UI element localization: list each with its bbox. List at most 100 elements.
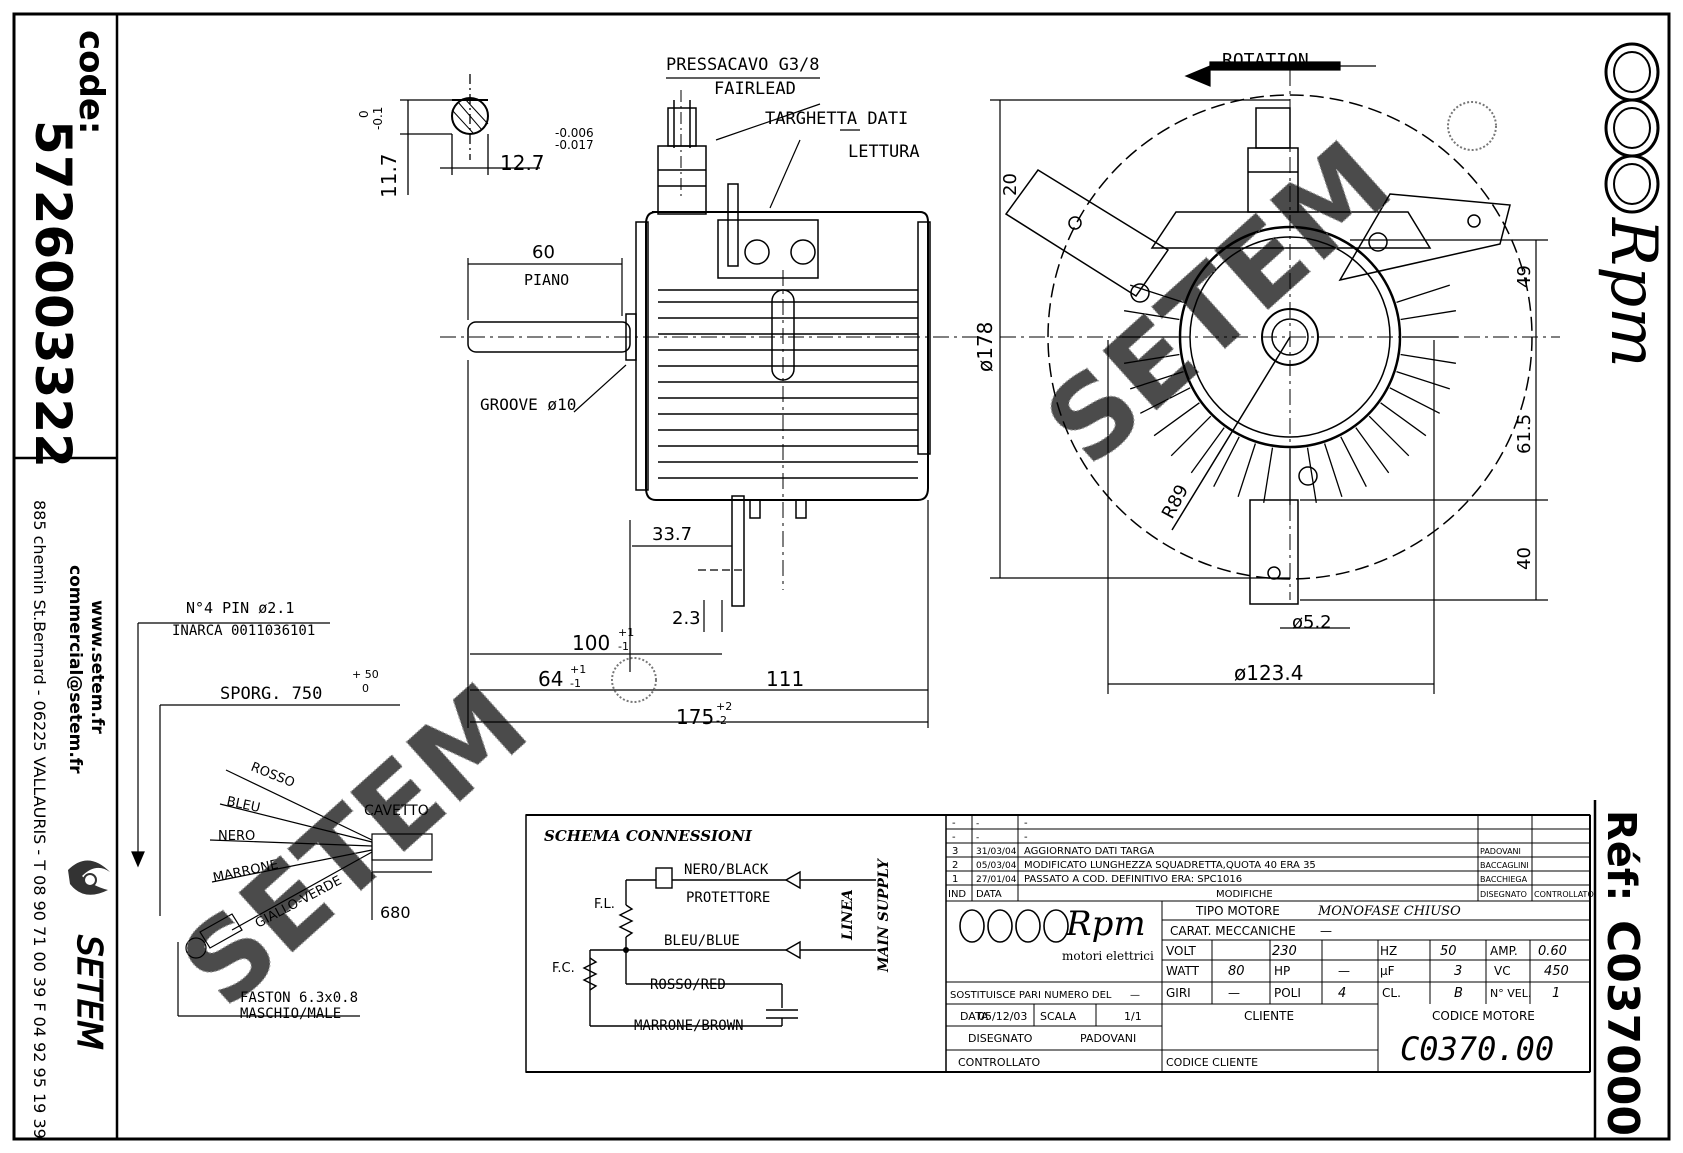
rpm-small-logo-icon <box>959 909 1069 943</box>
dim-2-3: 2.3 <box>672 608 701 629</box>
revision-cell: - <box>1024 818 1028 829</box>
key-tolerance-bottom: -0.1 <box>371 107 385 130</box>
cooling-fin <box>1129 370 1184 390</box>
dim-100-tol-bottom: -1 <box>618 640 629 653</box>
revision-cell: 05/03/04 <box>976 861 1017 871</box>
company-email: commercial@setem.fr <box>65 565 85 774</box>
revision-header-cell: CONTROLLATO <box>1534 890 1594 899</box>
revision-header-cell: MODIFICHE <box>1216 889 1273 900</box>
rpm-brand-text: Rpm <box>1596 217 1670 368</box>
revision-cell: 31/03/04 <box>976 847 1017 857</box>
cooling-fin <box>1389 387 1440 414</box>
front-view-fins <box>1122 284 1458 505</box>
sostituisce-value: — <box>1130 990 1140 1001</box>
dim-64: 64 <box>538 667 563 691</box>
side-view-leaders <box>467 77 929 728</box>
revision-header-cell: DATA <box>976 889 1002 900</box>
faston-male-label: MASCHIO/MALE <box>240 1006 341 1022</box>
setem-logo-text: SETEM <box>69 935 109 1050</box>
dim-100-tol-top: +1 <box>618 626 634 639</box>
piano-label: PIANO <box>524 271 569 289</box>
groove-label: GROOVE ø10 <box>480 395 576 414</box>
schema-bleu: BLEU/BLUE <box>664 933 740 949</box>
cl-label: CL. <box>1382 986 1401 1000</box>
revision-cell: PASSATO A COD. DEFINITIVO ERA: SPC1016 <box>1024 874 1242 885</box>
carat-label: CARAT. MECCANICHE <box>1170 924 1296 938</box>
scala-label: SCALA <box>1040 1010 1077 1023</box>
pin-label: N°4 PIN ø2.1 <box>186 599 294 617</box>
revision-cell: - <box>976 819 979 829</box>
vc-value: 450 <box>1544 964 1569 979</box>
sheet-border <box>12 12 1671 1141</box>
rpm-small-brand: Rpm <box>1065 904 1146 944</box>
code-label: code: <box>71 30 111 135</box>
dim-175: 175 <box>676 705 714 729</box>
cooling-fin <box>1153 402 1200 437</box>
tipo-label: TIPO MOTORE <box>1195 904 1280 918</box>
cooling-fin <box>1400 353 1457 364</box>
cavetto-label: CAVETTO <box>364 803 429 819</box>
amp-value: 0.60 <box>1538 944 1567 959</box>
wire-rosso-label: ROSSO <box>249 760 297 791</box>
revision-cell: - <box>1024 832 1028 843</box>
carat-value: — <box>1320 924 1332 938</box>
key-height-dim: 11.7 <box>377 153 401 198</box>
sporg-label: SPORG. 750 <box>220 684 322 704</box>
cooling-fin <box>1170 415 1212 457</box>
cooling-fin <box>1400 310 1457 321</box>
cooling-fin <box>1396 284 1451 304</box>
dim-49: 49 <box>1514 265 1535 288</box>
cooling-fin <box>1306 447 1317 504</box>
setem-watermark-2: SETEM <box>158 659 551 1031</box>
cooling-fin <box>1355 427 1390 474</box>
dim-178: ø178 <box>973 322 997 372</box>
schema-main-supply: MAIN SUPPLY <box>876 857 892 973</box>
dim-20: 20 <box>1000 173 1021 196</box>
giri-label: GIRI <box>1166 986 1191 1000</box>
sporg-tol-top: + 50 <box>352 668 379 681</box>
wire-nero-label: NERO <box>218 829 255 844</box>
revision-cell: AGGIORNATO DATI TARGA <box>1024 846 1154 857</box>
revision-header-cell: IND <box>948 889 966 900</box>
schema-rosso: ROSSO/RED <box>650 977 726 993</box>
codice-cliente-label: CODICE CLIENTE <box>1166 1056 1258 1069</box>
company-contact: www.setem.fr commercial@setem.fr 885 che… <box>30 500 110 1139</box>
schema-nero: NERO/BLACK <box>684 862 769 878</box>
disegnato-value: PADOVANI <box>1080 1032 1136 1045</box>
schema-node-bleu <box>623 947 629 953</box>
cooling-fin <box>1323 443 1343 498</box>
key-tolerance-top: 0 <box>357 110 371 118</box>
data-label: DATA <box>960 1010 989 1023</box>
scala-value: 1/1 <box>1124 1010 1142 1023</box>
dim-60: 60 <box>532 242 555 263</box>
hz-value: 50 <box>1440 944 1457 959</box>
pressacavo-label: PRESSACAVO G3/8 <box>666 55 820 75</box>
revision-header-cell: DISEGNATO <box>1480 890 1527 899</box>
vc-label: VC <box>1494 964 1511 978</box>
dim-33-7: 33.7 <box>652 524 692 545</box>
volt-label: VOLT <box>1166 944 1196 958</box>
schema-protettore: PROTETTORE <box>686 890 770 906</box>
hp-label: HP <box>1274 964 1290 978</box>
company-address: 885 chemin St.Bernard - 06225 VALLAURIS … <box>30 500 49 1139</box>
cooling-fin <box>1213 436 1240 487</box>
data-value-visible: 05/12/03 <box>978 1010 1027 1023</box>
dim-100: 100 <box>572 631 610 655</box>
cooling-fin <box>1140 387 1191 414</box>
revision-cell: - <box>976 833 979 843</box>
rpm-subtitle: motori elettrici <box>1062 949 1154 963</box>
uf-value: 3 <box>1454 964 1462 979</box>
cooling-fin <box>1368 415 1410 457</box>
schema-circuit <box>582 867 876 1027</box>
company-web: www.setem.fr <box>87 600 107 734</box>
nvel-value: 1 <box>1552 986 1560 1001</box>
codice-motore-value: C0370.00 <box>1400 1030 1554 1068</box>
targhetta-label: TARGHETTA DATI <box>765 109 908 129</box>
revision-cell: BACCAGLINI <box>1480 861 1529 870</box>
revision-cell: BACCHIEGA <box>1480 875 1528 884</box>
watt-label: WATT <box>1166 964 1200 978</box>
tipo-value: MONOFASE CHIUSO <box>1317 904 1461 919</box>
codice-motore-label: CODICE MOTORE <box>1432 1009 1535 1023</box>
revision-cell: 3 <box>952 846 958 857</box>
